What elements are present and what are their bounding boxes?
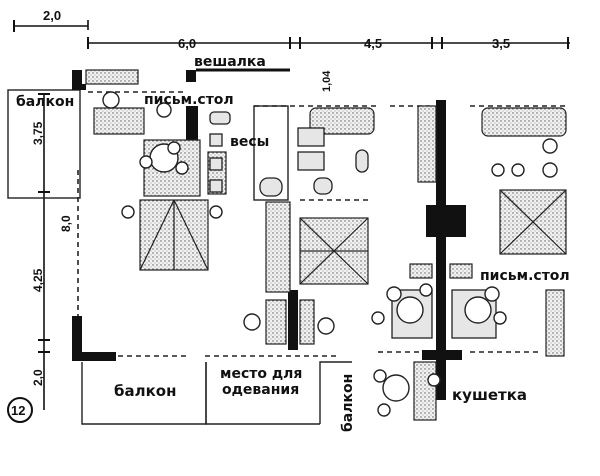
- dim-3-75: 3,75: [31, 121, 45, 145]
- figure-number: 12: [11, 403, 25, 418]
- label-balcony-vertical: балкон: [340, 374, 356, 432]
- label-desk-1: письм.стол: [144, 92, 234, 108]
- dim-4-5: 4,5: [364, 36, 382, 51]
- dim-6-0: 6,0: [178, 36, 196, 51]
- bottom-balconies: [81, 361, 352, 425]
- dim-2-0-left: 2,0: [31, 369, 45, 386]
- balcony-top-left-outline: [7, 89, 81, 199]
- label-dressing-place-1: место для: [220, 366, 302, 382]
- dashed-openings: [77, 91, 568, 357]
- top-dimension-lines: [13, 20, 570, 49]
- furniture-right-unit: [371, 105, 567, 421]
- dim-1-04: 1,04: [321, 70, 333, 92]
- label-dressing-place-2: одевания: [222, 382, 299, 398]
- label-scales: весы: [230, 134, 269, 150]
- label-balcony-top-left: балкон: [16, 94, 74, 110]
- dim-3-5: 3,5: [492, 36, 510, 51]
- dim-2-0-top: 2,0: [43, 8, 61, 23]
- label-couch: кушетка: [452, 386, 527, 404]
- walls: [72, 68, 466, 400]
- figure-number-circle: [7, 397, 33, 423]
- furniture-left-unit: [85, 69, 231, 271]
- label-desk-2: письм.стол: [480, 268, 570, 284]
- label-hanger: вешалка: [194, 54, 266, 70]
- label-balcony-bottom: балкон: [114, 382, 176, 400]
- left-dimension-lines: [38, 93, 50, 410]
- furniture-middle-unit: [243, 105, 375, 345]
- dim-8-0: 8,0: [59, 215, 73, 232]
- dim-4-25: 4,25: [31, 268, 45, 292]
